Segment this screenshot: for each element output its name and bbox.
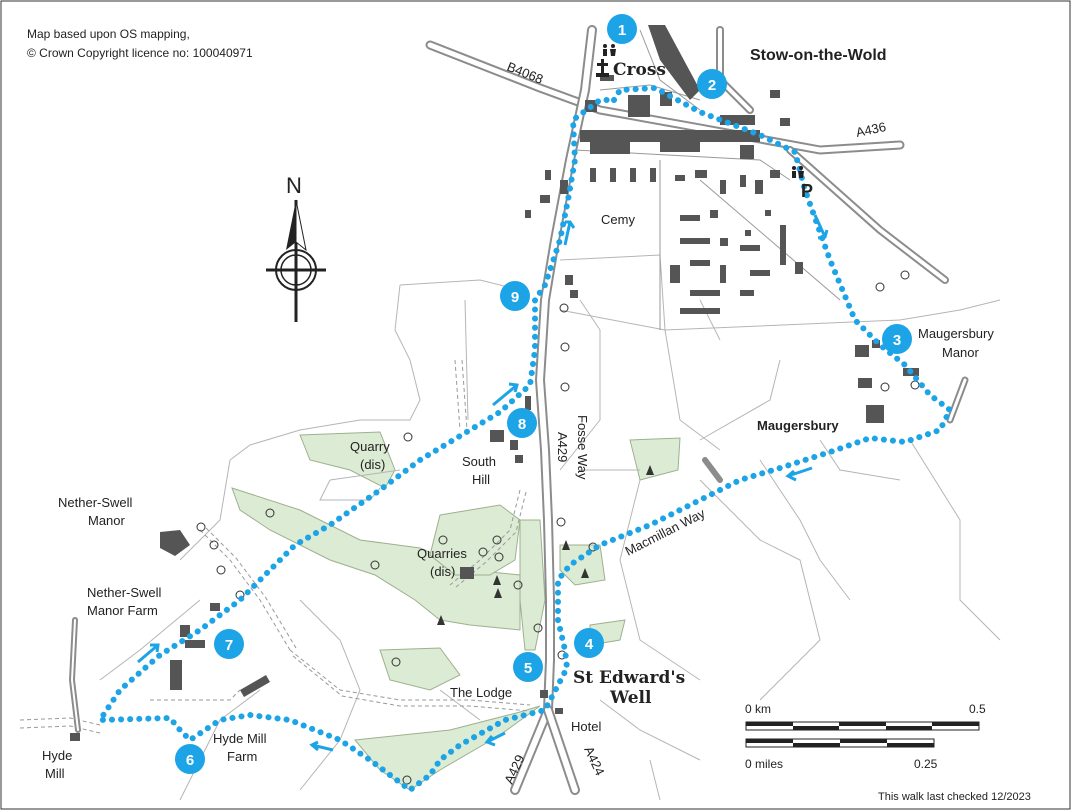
svg-text:4: 4 — [585, 636, 594, 653]
copyright-line-1: Map based upon OS mapping, — [27, 27, 190, 41]
conifer-symbols — [437, 465, 654, 625]
quarries-label-2: (dis) — [430, 564, 455, 579]
cemetery-label: Cemy — [601, 212, 635, 227]
waypoint-6: 6 — [175, 744, 205, 774]
svg-text:1: 1 — [618, 22, 626, 39]
scale-mi-end: 0.25 — [914, 757, 938, 771]
waypoint-3: 3 — [882, 324, 912, 354]
maugersbury-manor-label-2: Manor — [942, 345, 980, 360]
south-hill-label-2: Hill — [472, 472, 490, 487]
maugersbury-label: Maugersbury — [757, 418, 839, 433]
south-hill-label-1: South — [462, 454, 496, 469]
cross-icon — [596, 59, 609, 77]
quarry-label-1: Quarry — [350, 439, 390, 454]
svg-text:5: 5 — [524, 660, 532, 677]
town-streets — [574, 29, 841, 330]
direction-arrows — [137, 214, 829, 752]
scale-km-start: 0 km — [745, 702, 771, 716]
hyde-mill-farm-label-1: Hyde Mill — [213, 731, 267, 746]
the-lodge-label: The Lodge — [450, 685, 512, 700]
waypoint-4: 4 — [574, 628, 604, 658]
scale-bar: 0 km 0.5 0 miles 0.25 — [745, 702, 986, 771]
hyde-mill-farm-label-2: Farm — [227, 749, 257, 764]
hyde-mill-label-1: Hyde — [42, 748, 72, 763]
footer-note: This walk last checked 12/2023 — [878, 791, 1031, 803]
waypoint-1: 1 — [607, 14, 637, 44]
roads — [68, 25, 969, 795]
a429-north-label: A429 — [555, 432, 570, 462]
st-edwards-well-label-2: Well — [609, 688, 652, 708]
north-label: N — [286, 173, 302, 198]
parking-icon: P — [801, 181, 813, 201]
nether-swell-manor-label-1: Nether-Swell — [58, 495, 133, 510]
walk-route — [94, 84, 954, 794]
svg-text:9: 9 — [511, 289, 519, 306]
quarries-label-1: Quarries — [417, 546, 467, 561]
waypoint-7: 7 — [214, 629, 244, 659]
town-label: Stow-on-the-Wold — [750, 47, 887, 64]
fosse-way-label: Fosse Way — [575, 415, 590, 480]
quarry-label-2: (dis) — [360, 457, 385, 472]
tracks — [19, 359, 531, 734]
nether-swell-farm-label-2: Manor Farm — [87, 603, 158, 618]
st-edwards-well-label-1: St Edward's — [573, 668, 685, 688]
waypoint-9: 9 — [500, 281, 530, 311]
svg-text:3: 3 — [893, 332, 901, 349]
field-boundaries — [99, 254, 1001, 801]
cross-label: Cross — [613, 60, 666, 80]
scale-km-end: 0.5 — [969, 702, 986, 716]
north-arrow-icon: N — [266, 173, 326, 322]
hyde-mill-label-2: Mill — [45, 766, 65, 781]
copyright-line-2: © Crown Copyright licence no: 100040971 — [27, 46, 253, 60]
a436-label: A436 — [855, 119, 888, 140]
scale-mi-start: 0 miles — [745, 757, 783, 771]
nether-swell-manor-label-2: Manor — [88, 513, 126, 528]
svg-text:8: 8 — [518, 416, 526, 433]
woodland-areas — [231, 431, 681, 791]
waypoint-2: 2 — [697, 69, 727, 99]
waypoint-markers: 1 2 3 4 5 6 7 8 9 — [175, 14, 912, 774]
hotel-label: Hotel — [571, 719, 601, 734]
toilets-icon — [603, 44, 804, 178]
svg-text:6: 6 — [186, 752, 194, 769]
waypoint-5: 5 — [513, 652, 543, 682]
waypoint-8: 8 — [507, 408, 537, 438]
svg-text:2: 2 — [708, 77, 716, 94]
buildings — [70, 25, 919, 741]
nether-swell-farm-label-1: Nether-Swell — [87, 585, 162, 600]
svg-text:7: 7 — [225, 637, 233, 654]
maugersbury-manor-label-1: Maugersbury — [918, 326, 994, 341]
